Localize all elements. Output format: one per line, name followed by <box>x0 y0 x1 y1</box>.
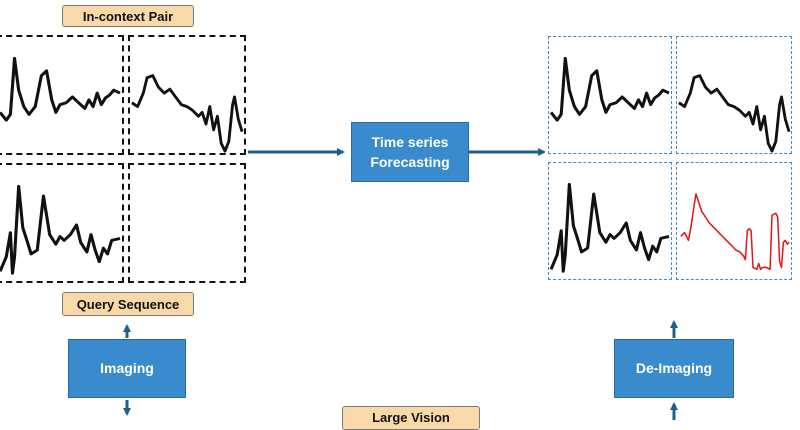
predicted-output-panel <box>676 162 792 280</box>
output-context-input-panel <box>548 36 672 154</box>
de-imaging-box: De-Imaging <box>614 339 734 398</box>
forecasting-box-line-2: Forecasting <box>370 154 450 170</box>
context-output-panel <box>128 35 246 155</box>
flow-arrows <box>123 148 678 420</box>
in-context-pair-label: In-context Pair <box>62 5 194 27</box>
output-query-input-panel <box>548 162 672 280</box>
imaging-box: Imaging <box>68 339 186 398</box>
output-context-output-panel <box>676 36 792 154</box>
query-sequence-label: Query Sequence <box>62 292 194 316</box>
time-series-forecasting-box: Time series Forecasting <box>351 122 469 182</box>
context-input-panel <box>0 35 124 155</box>
query-input-panel <box>0 163 124 283</box>
forecasting-box-line-1: Time series <box>371 133 449 150</box>
query-output-panel-empty <box>128 163 246 283</box>
